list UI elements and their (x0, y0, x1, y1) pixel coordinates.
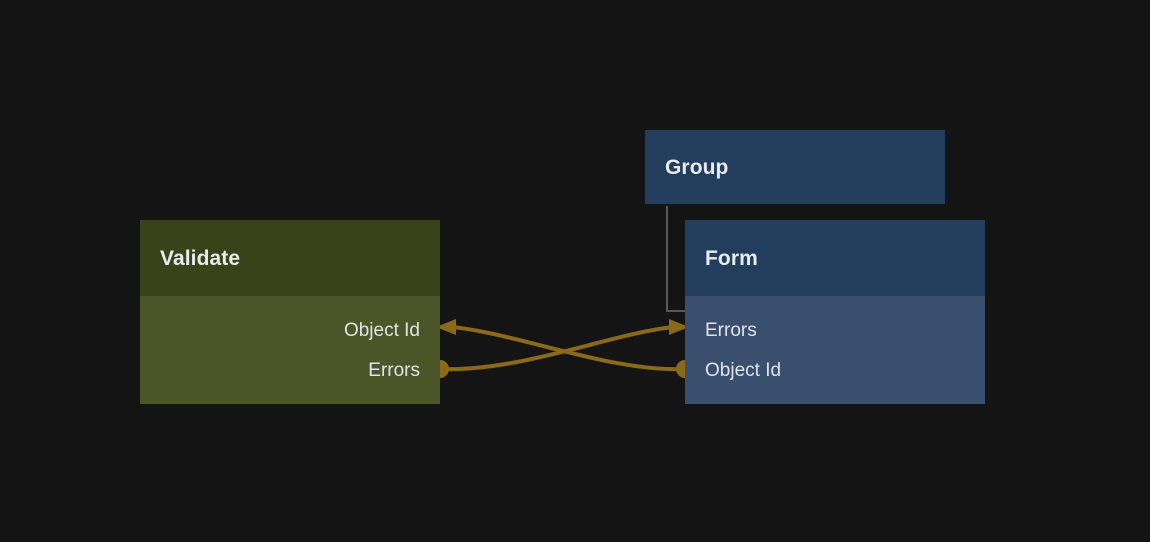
port-label-validate-object-id: Object Id (343, 319, 420, 341)
node-group-title: Group (665, 155, 729, 179)
group-containment-bracket (666, 206, 688, 312)
node-form-body: Errors Object Id (685, 296, 985, 404)
node-validate[interactable]: Validate Object Id Errors (140, 220, 440, 404)
edge-form-objectid-to-validate-objectid[interactable] (436, 319, 694, 378)
node-form-title: Form (705, 246, 758, 270)
port-row-validate-object-id[interactable]: Object Id (140, 310, 440, 350)
node-group[interactable]: Group (645, 130, 945, 204)
node-form[interactable]: Form Errors Object Id (685, 220, 985, 404)
port-row-form-object-id[interactable]: Object Id (685, 350, 985, 390)
node-form-header[interactable]: Form (685, 220, 985, 296)
node-validate-title: Validate (160, 246, 241, 270)
port-row-form-errors[interactable]: Errors (685, 310, 985, 350)
node-group-header[interactable]: Group (645, 130, 945, 204)
port-label-form-errors: Errors (705, 319, 757, 341)
port-label-validate-errors: Errors (368, 359, 420, 381)
node-validate-body: Object Id Errors (140, 296, 440, 404)
port-label-form-object-id: Object Id (705, 359, 782, 381)
port-row-validate-errors[interactable]: Errors (140, 350, 440, 390)
node-validate-header[interactable]: Validate (140, 220, 440, 296)
edge-validate-errors-to-form-errors[interactable] (431, 319, 689, 378)
